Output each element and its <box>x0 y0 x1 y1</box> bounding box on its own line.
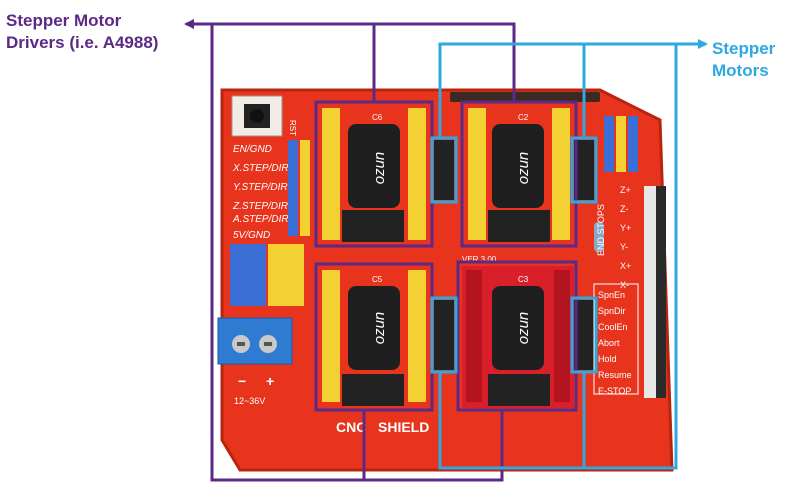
axis-label-y-minus: Y- <box>620 242 628 252</box>
axis-label-list: Z+ Z- Y+ Y- X+ X- <box>620 185 631 290</box>
driver-socket-top-right <box>468 108 570 242</box>
board-title-cnc: CNC <box>336 419 366 435</box>
voltage-label: 12~36V <box>234 396 265 406</box>
cap-label-c2: C2 <box>518 113 529 122</box>
pin-label-list: EN/GND X.STEP/DIR Y.STEP/DIR Z.STEP/DIR … <box>232 144 289 241</box>
reset-button <box>231 95 283 137</box>
label-spnen: SpnEn <box>598 290 625 300</box>
top-header-pins <box>450 92 600 102</box>
board-title-shield: SHIELD <box>378 419 429 435</box>
right-jumper-headers <box>604 116 638 172</box>
axis-label-z-minus: Z- <box>620 204 629 214</box>
left-jumper-headers <box>230 140 310 306</box>
driver-socket-top-left <box>322 108 426 242</box>
pin-label-a-step-dir: A.STEP/DIR <box>232 214 289 225</box>
motors-callout-line-2: Motors <box>712 61 769 80</box>
axis-label-x-plus: X+ <box>620 261 631 271</box>
motors-callout-line-1: Stepper <box>712 39 776 58</box>
motor-leader-lines <box>438 39 708 470</box>
driver-highlight-top-right <box>460 100 578 248</box>
capacitor-text: ozun <box>515 152 532 185</box>
label-coolen: CoolEn <box>598 322 628 332</box>
motor-header-1 <box>434 140 454 200</box>
right-label-list: SpnEn SpnDir CoolEn Abort Hold Resume E-… <box>593 283 639 396</box>
driver-leader-lines <box>184 19 516 482</box>
capacitor-bottom-left: ozun <box>348 286 400 370</box>
motors-callout: Stepper Motors <box>712 38 798 82</box>
label-hold: Hold <box>598 354 617 364</box>
capacitor-top-left: ozun <box>348 124 400 208</box>
terminal-plus: + <box>266 373 274 389</box>
axis-label-x-minus: X- <box>620 280 629 290</box>
capacitor-text: ozun <box>515 312 532 345</box>
motor-header-3 <box>434 300 454 370</box>
label-abort: Abort <box>598 338 620 348</box>
axis-label-y-plus: Y+ <box>620 223 631 233</box>
end-stops-label: END STOPS <box>596 204 606 256</box>
cap-label-c3: C3 <box>518 275 529 284</box>
capacitor-top-right: ozun <box>492 124 544 208</box>
motor-highlight-3 <box>430 296 458 374</box>
version-label: VER 3.00 <box>462 255 497 264</box>
cap-label-c6: C6 <box>372 113 383 122</box>
axis-label-z-plus: Z+ <box>620 185 631 195</box>
cnc-shield-board: RST EN/GND X.STEP/DIR Y.STEP/DIR Z.STEP/… <box>217 88 674 472</box>
motor-header-4 <box>574 300 594 370</box>
label-e-stop: E-STOP <box>598 386 631 396</box>
capacitor-text: ozun <box>371 152 388 185</box>
motor-header-2 <box>574 140 594 200</box>
capacitor-text: ozun <box>371 312 388 345</box>
drivers-callout-line-2: Drivers (i.e. A4988) <box>6 33 159 52</box>
driver-socket-bottom-left <box>322 270 426 406</box>
pin-label-z-step-dir: Z.STEP/DIR <box>232 201 288 212</box>
pin-label-5v-gnd: 5V/GND <box>233 230 270 241</box>
pin-label-x-step-dir: X.STEP/DIR <box>232 163 289 174</box>
label-resume: Resume <box>598 370 632 380</box>
motor-highlight-1 <box>430 136 458 204</box>
resistor <box>594 222 604 252</box>
driver-arrow <box>184 19 516 102</box>
label-spndir: SpnDir <box>598 306 626 316</box>
rst-label: RST <box>288 120 297 136</box>
drivers-callout-line-1: Stepper Motor <box>6 11 122 30</box>
pin-label-en-gnd: EN/GND <box>233 144 272 155</box>
terminal-minus: − <box>238 373 246 389</box>
power-terminal <box>217 317 293 365</box>
power-polarity: − + <box>238 373 274 389</box>
endstop-header <box>644 186 666 398</box>
driver-highlight-bottom-right <box>456 260 578 412</box>
cap-label-c5: C5 <box>372 275 383 284</box>
pin-label-y-step-dir: Y.STEP/DIR <box>233 182 288 193</box>
drivers-callout: Stepper Motor Drivers (i.e. A4988) <box>6 10 196 54</box>
capacitor-bottom-right: ozun <box>492 286 544 370</box>
